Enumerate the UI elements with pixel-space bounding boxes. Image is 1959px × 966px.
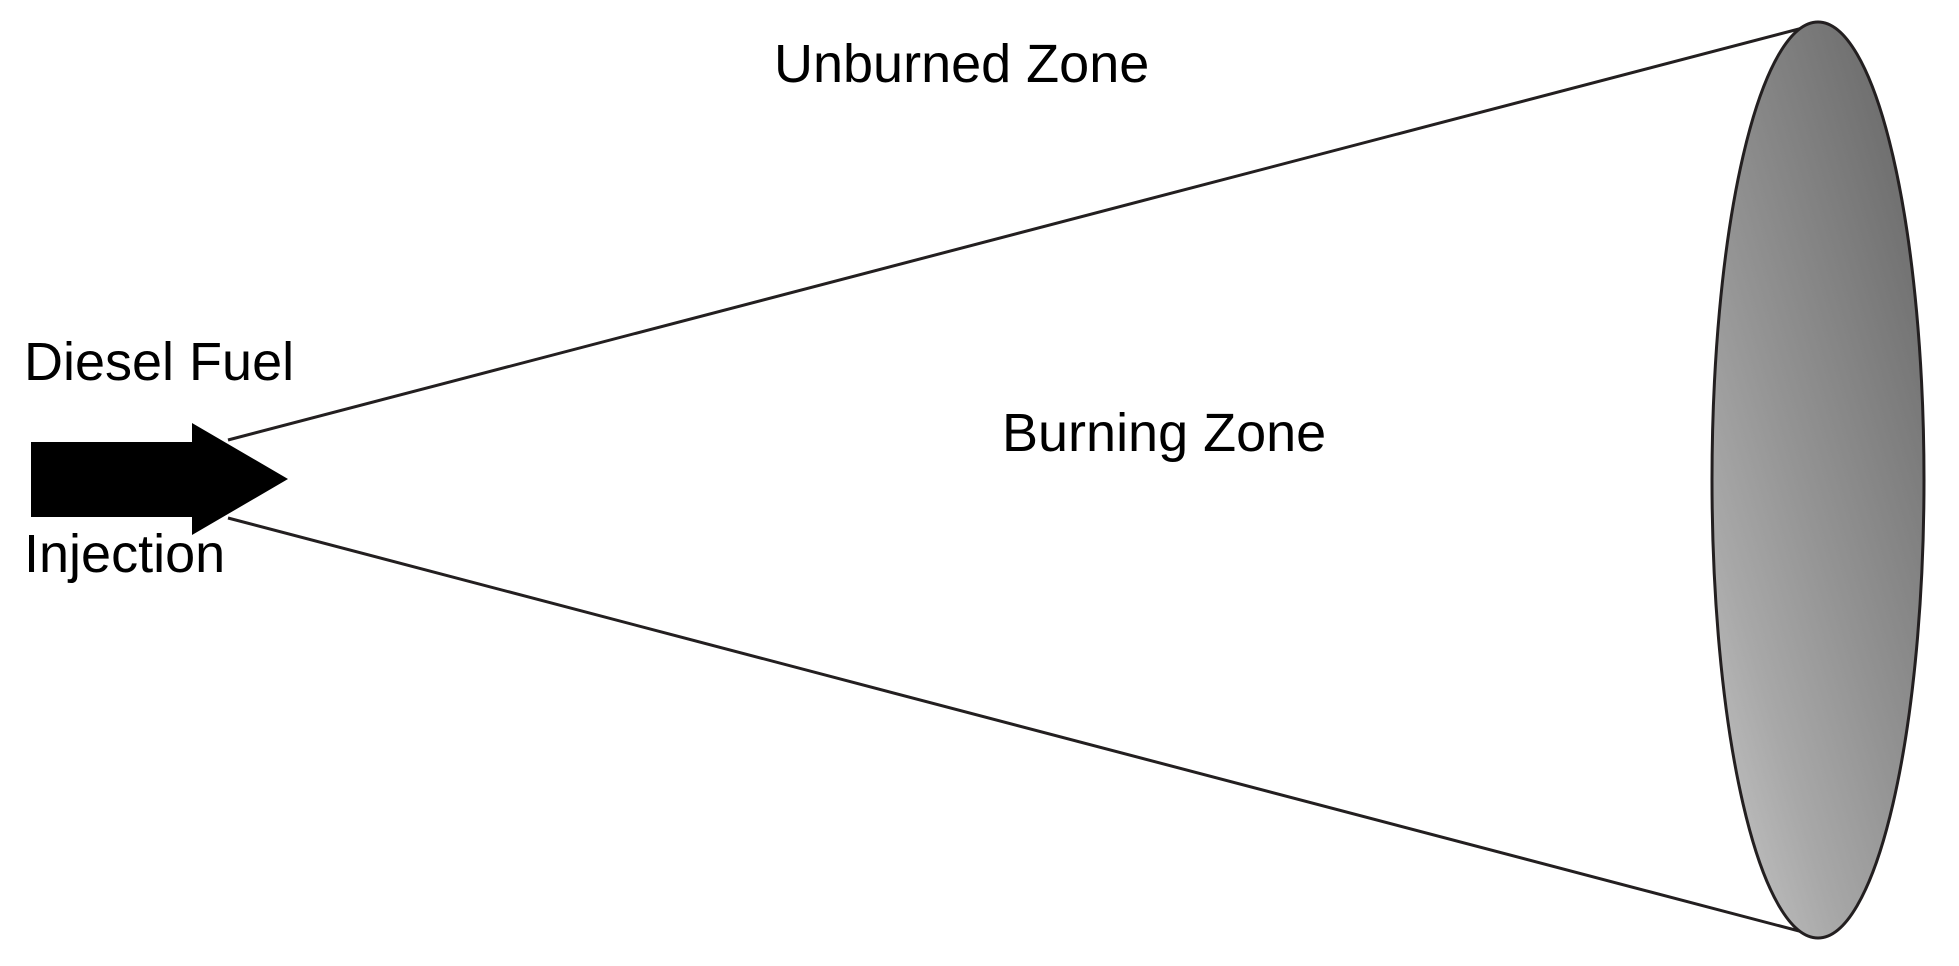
burning-zone-label: Burning Zone [1002, 403, 1327, 463]
injection-arrow [31, 423, 288, 535]
unburned-zone-label: Unburned Zone [774, 34, 1150, 94]
diesel-fuel-injection-line-2: Injection [24, 523, 226, 584]
spray-cone-upper-line [227, 22, 1819, 442]
diesel-fuel-injection-label: Diesel Fuel Injection [24, 204, 294, 714]
flame-front-ellipse [1710, 20, 1926, 940]
spray-cone-lower-line [227, 516, 1819, 938]
diesel-fuel-injection-line-1: Diesel Fuel [24, 332, 295, 393]
